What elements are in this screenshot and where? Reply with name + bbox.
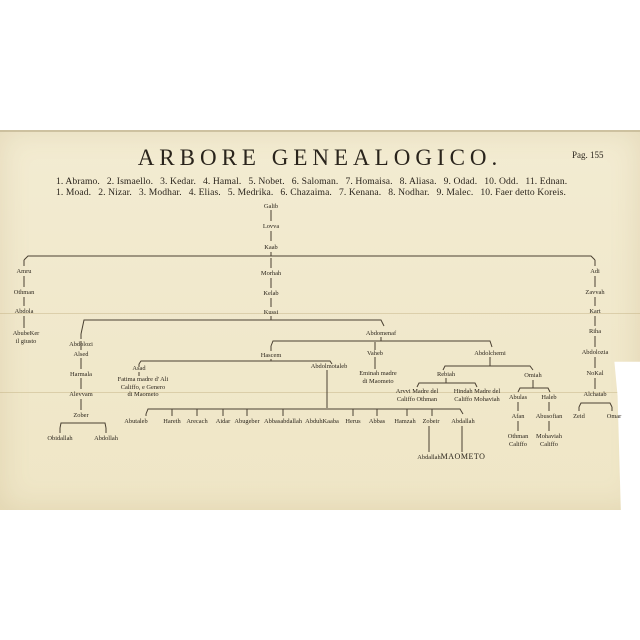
ancestor-item: 2. Ismaello.	[106, 176, 154, 187]
node-kussi: Kussi	[263, 309, 279, 316]
node-zavvah: Zavvah	[585, 289, 605, 296]
node-abdallah-son: Abdallah	[417, 454, 441, 461]
ancestor-item: 4. Elias.	[188, 187, 221, 198]
node-obidallah: Obidallah	[47, 435, 73, 442]
node-son: Zobeir	[422, 418, 440, 425]
node-son: AbduhKaaba	[305, 418, 339, 425]
fold-crease	[0, 313, 640, 314]
node-vaheb: Vaheb	[367, 350, 383, 357]
node-kelab: Kelab	[263, 290, 279, 297]
node-son: Arecach	[186, 418, 208, 425]
ancestor-item: 3. Kedar.	[160, 176, 196, 187]
node-afan: Afan	[511, 413, 525, 420]
node-adi: Adi	[590, 268, 600, 275]
node-omiah: Omiah	[524, 372, 542, 379]
node-othman: Othman	[13, 289, 35, 296]
node-alchatab: Alchatab	[583, 391, 607, 398]
node-kaab: Kaab	[264, 244, 278, 251]
node-abdolmotaleb: Abdolmotaleb	[310, 363, 348, 370]
node-kart: Kart	[589, 308, 601, 315]
node-son: Hamzah	[394, 418, 416, 425]
ancestor-list-row-1: 1. Abramo. 2. Ismaello. 3. Kedar. 4. Hamal.…	[56, 176, 574, 187]
node-abdola: Abdola	[14, 308, 34, 315]
node-abdolozia: Abdolozia	[581, 349, 609, 356]
ancestor-item: 5. Nobet.	[248, 176, 285, 187]
node-lovva: Lovva	[262, 223, 280, 230]
node-asad: Asad	[132, 365, 146, 372]
ancestor-item: 4. Hamal.	[202, 176, 242, 187]
ancestor-item: 1. Abramo.	[56, 176, 100, 187]
ancestor-item: 7. Kenana.	[338, 187, 382, 198]
node-haleb: Haleb	[541, 394, 557, 401]
node-son: Hareth	[163, 418, 181, 425]
node-son: Aidar	[215, 418, 231, 425]
node-zeid: Zeid	[573, 413, 585, 420]
node-son: Herus	[345, 418, 361, 425]
node-abulas: Abulas	[508, 394, 528, 401]
fold-crease	[0, 392, 640, 393]
ancestor-item: 5. Medrika.	[227, 187, 274, 198]
node-morhah: Morhah	[260, 270, 282, 277]
ancestor-item: 8. Nodhar.	[388, 187, 430, 198]
node-abdomenaf: Abdomenaf	[365, 330, 397, 337]
ancestor-item: 9. Malec.	[436, 187, 474, 198]
node-omar: Omar	[606, 413, 622, 420]
node-son: Abbasabdallah	[264, 418, 302, 425]
node-maometo: MAOMETO	[440, 452, 486, 461]
node-alevvam: Alevvam	[69, 391, 93, 398]
node-harmala: Harmala	[70, 371, 92, 378]
node-riha: Riha	[588, 328, 602, 335]
ancestor-item: 8. Aliasa.	[399, 176, 437, 187]
ancestor-item: 2. Nizar.	[98, 187, 132, 198]
ancestor-item: 10. Faer detto Koreis.	[480, 187, 566, 198]
ancestor-list-row-2: 1. Moad. 2. Nizar. 3. Modhar. 4. Elias. 5. M…	[56, 187, 573, 198]
node-abdolchemi: Abdolchemi	[474, 350, 506, 357]
node-son: Abdallah	[451, 418, 475, 425]
ancestor-item: 10. Odd.	[484, 176, 519, 187]
node-galib: Galib	[263, 203, 279, 210]
node-zober: Zober	[73, 412, 89, 419]
ancestor-item: 7. Homaisa.	[345, 176, 393, 187]
ancestor-item: 1. Moad.	[56, 187, 92, 198]
ancestor-item: 9. Odad.	[443, 176, 478, 187]
node-abdollah: Abdollah	[94, 435, 118, 442]
ancestor-item: 6. Chazaima.	[280, 187, 332, 198]
node-alsed: Alsed	[73, 351, 89, 358]
page-number: Pag. 155	[572, 150, 604, 160]
node-abusofian: Abusofian	[535, 413, 563, 420]
ancestor-item: 6. Saloman.	[291, 176, 339, 187]
ancestor-item: 3. Modhar.	[138, 187, 182, 198]
node-rebiah: Rebiah	[436, 371, 456, 378]
node-hascem: Hascem	[260, 352, 282, 359]
node-son: Abutaleb	[124, 418, 148, 425]
node-abdolozi: Abdolozi	[69, 341, 93, 348]
node-amru: Amru	[16, 268, 32, 275]
ancestor-item: 11. Ednan.	[525, 176, 568, 187]
node-son: Abbas	[368, 418, 386, 425]
node-son: Abugeber	[234, 418, 260, 425]
node-nokal: NoKal	[586, 370, 604, 377]
document-title: ARBORE GENEALOGICO.	[137, 145, 503, 170]
